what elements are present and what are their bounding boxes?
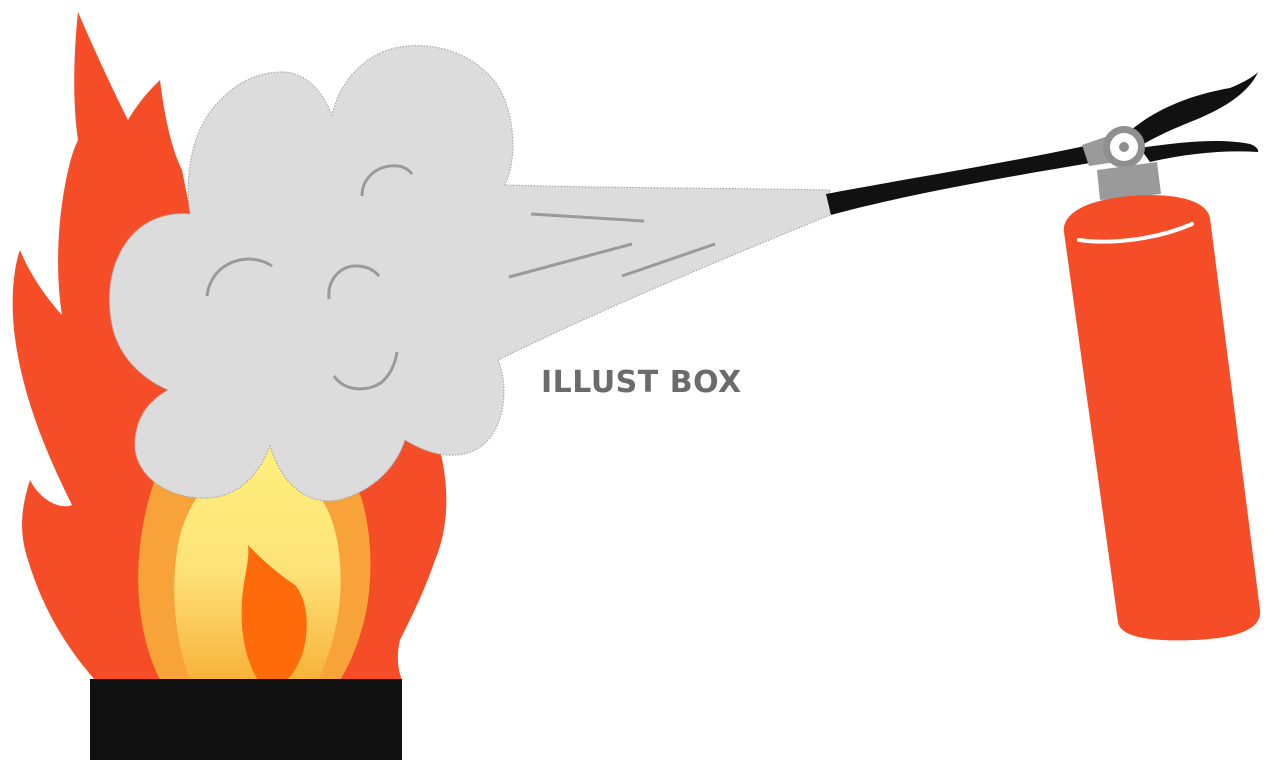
extinguisher-handle-lower — [1140, 141, 1259, 162]
smoke-shape — [108, 45, 831, 502]
smoke-swirl-2 — [205, 257, 273, 297]
flame-core-shape — [241, 545, 307, 680]
spray-line-1 — [530, 212, 645, 223]
spray-line-3 — [621, 242, 716, 278]
extinguisher-valve-center — [1119, 142, 1129, 152]
extinguisher-collar — [1097, 162, 1161, 200]
extinguisher-highlight — [1077, 222, 1194, 244]
extinguisher-handle-upper — [1120, 72, 1258, 150]
extinguisher-hose — [826, 146, 1090, 215]
smoke-cloud — [108, 45, 831, 502]
spray-line-2 — [508, 242, 633, 279]
smoke-swirl-3 — [327, 264, 381, 300]
extinguisher-body — [1063, 195, 1261, 641]
smoke-swirl-1 — [360, 164, 414, 197]
fire-base-block — [90, 679, 402, 760]
watermark-text: ILLUST BOX — [541, 365, 742, 400]
smoke-swirl-4 — [332, 351, 399, 391]
fire-extinguisher — [826, 72, 1261, 641]
